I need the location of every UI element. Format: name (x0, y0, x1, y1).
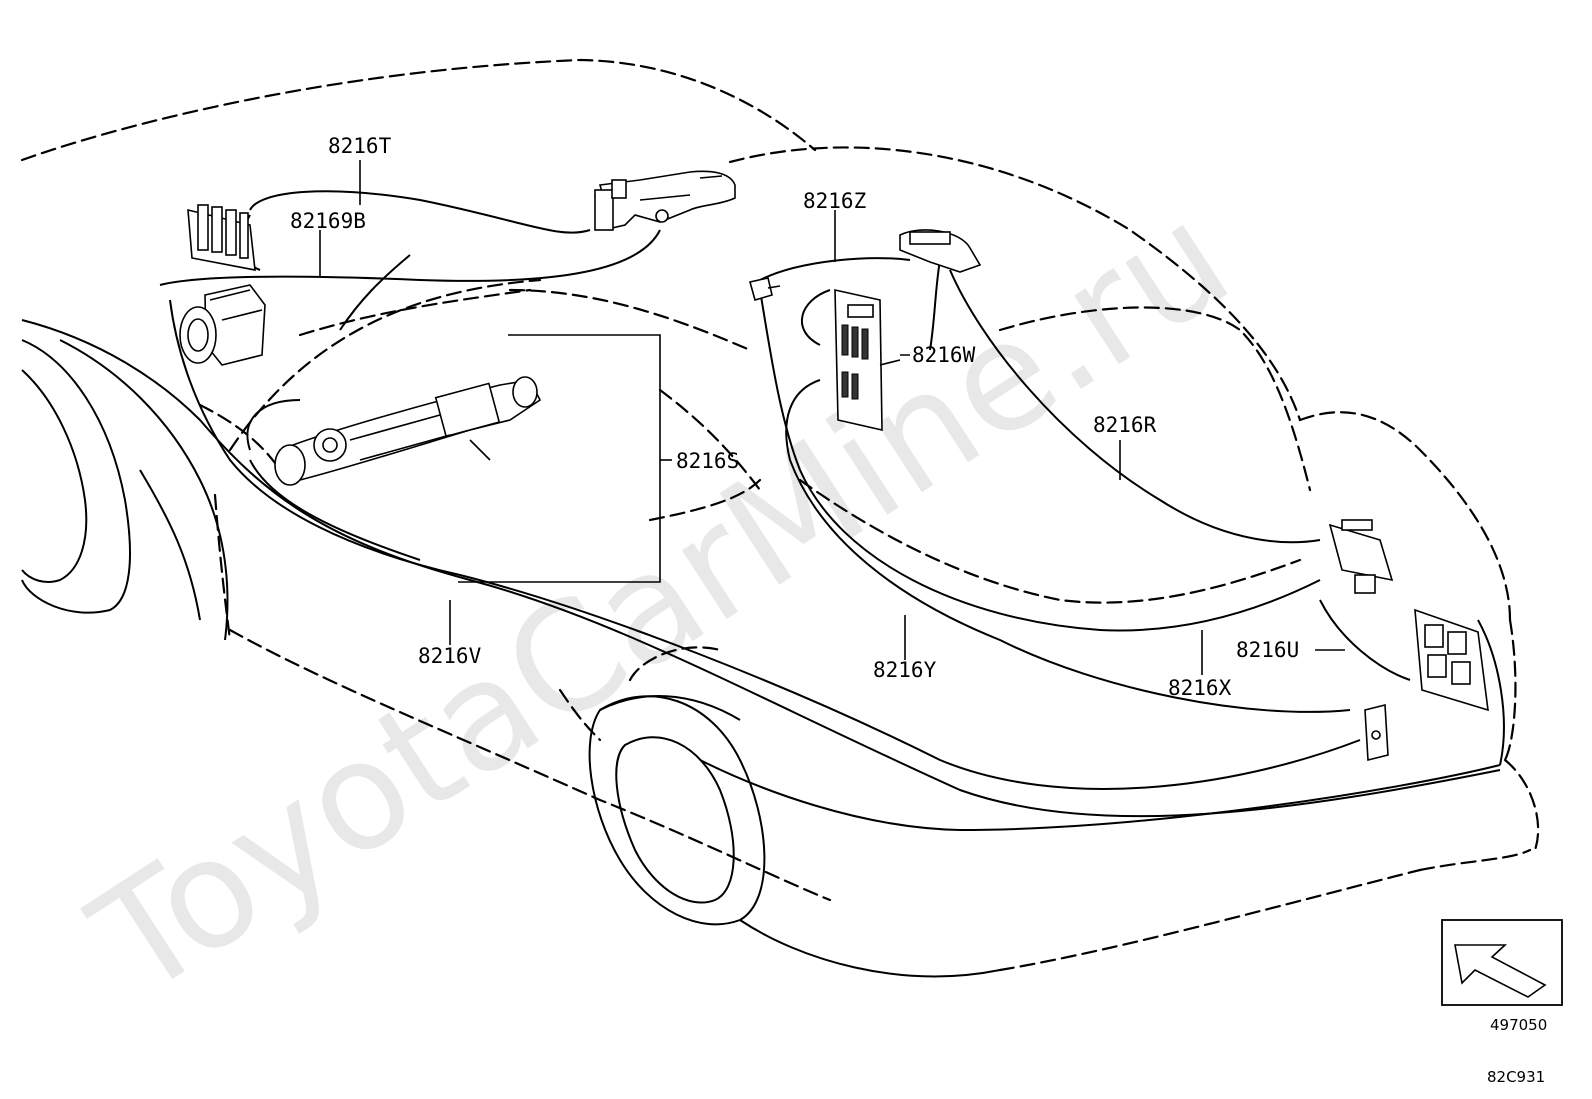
callout-8216V[interactable]: 8216V (418, 644, 482, 668)
callout-8216W[interactable]: 8216W (912, 343, 976, 367)
callout-labels: 8216T 82169B 8216Z 8216W 8216R 8216S 821… (290, 134, 1299, 700)
callout-8216S[interactable]: 8216S (676, 449, 739, 473)
wire-harness-routes (159, 190, 1411, 790)
callout-bracket-8216S (458, 334, 672, 583)
leader-lines (319, 160, 1345, 675)
upper-module (749, 229, 982, 301)
rear-connector (1364, 703, 1389, 762)
steering-gear (274, 376, 542, 486)
illustration-code: 497050 (1490, 1016, 1547, 1034)
rear-ecu-lower (1414, 608, 1489, 712)
callout-8216X[interactable]: 8216X (1168, 676, 1232, 700)
front-direction-arrow-icon (1441, 919, 1563, 1006)
figure-code: 82C931 (1487, 1068, 1545, 1086)
junction-block (834, 288, 883, 432)
callout-8216Z[interactable]: 8216Z (803, 189, 866, 213)
sensor-bracket (594, 170, 736, 231)
callout-8216R[interactable]: 8216R (1093, 413, 1157, 437)
abs-actuator (179, 284, 266, 366)
callout-8216Y[interactable]: 8216Y (873, 658, 937, 682)
callout-8216U[interactable]: 8216U (1236, 638, 1299, 662)
callout-82169B[interactable]: 82169B (290, 209, 366, 233)
rear-ecu-upper (1328, 519, 1394, 594)
relay-block (187, 204, 256, 271)
callout-8216T[interactable]: 8216T (328, 134, 392, 158)
car-body-outline (20, 58, 1540, 978)
